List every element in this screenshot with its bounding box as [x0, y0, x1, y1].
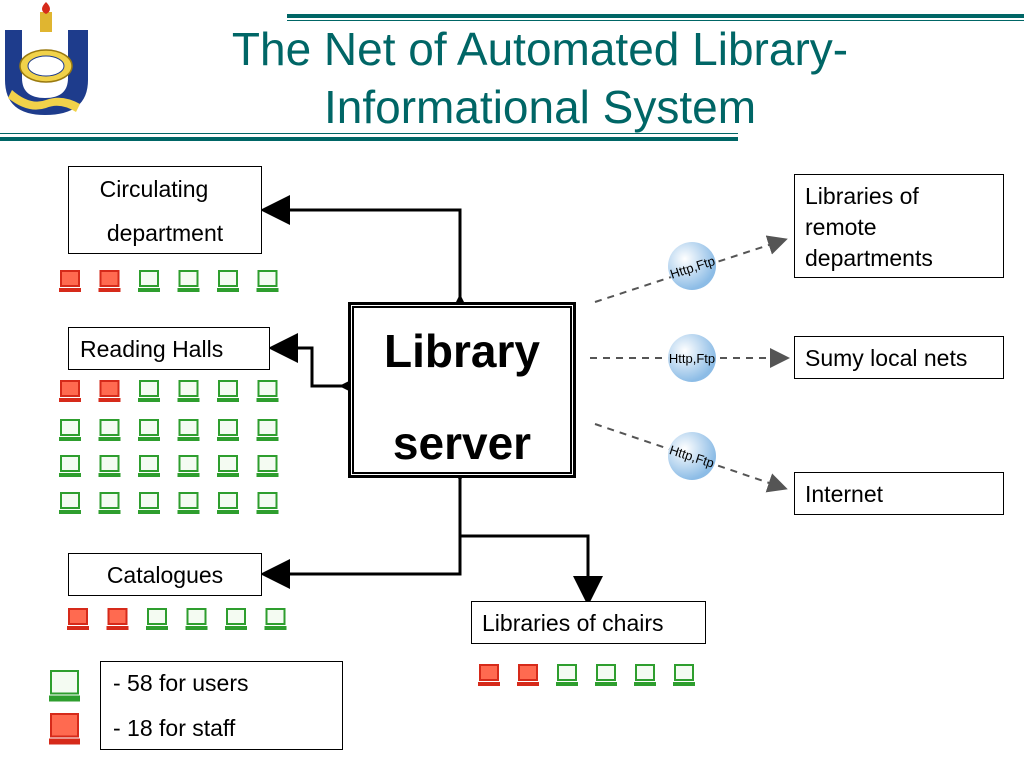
- user-computer-icon: [634, 664, 656, 686]
- node-label-line2: department: [106, 220, 224, 246]
- reading-halls-node: Reading Halls: [68, 327, 270, 370]
- node-label: Reading Halls: [80, 336, 224, 362]
- title-rule-bottom-thin: [0, 133, 738, 134]
- internet-node: Internet: [794, 472, 1004, 515]
- catalogues-node: Catalogues: [68, 553, 262, 596]
- remote-departments-node: Libraries of remote departments: [794, 174, 1004, 278]
- node-label: Internet: [805, 481, 883, 507]
- staff-computer-icon: [106, 608, 129, 630]
- page-title: The Net of Automated Library-Information…: [231, 23, 849, 133]
- user-computer-icon: [98, 419, 121, 441]
- server-label-line1: Library: [384, 325, 540, 377]
- user-computer-icon: [225, 608, 247, 630]
- link-reading: [268, 333, 369, 401]
- user-computer-icon: [138, 492, 160, 514]
- user-computer-icon: [177, 380, 200, 402]
- staff-computer-icon: [478, 664, 500, 686]
- user-computer-icon: [138, 455, 160, 477]
- node-label-line1: Circulating: [99, 176, 209, 202]
- user-computer-icon: [256, 270, 279, 292]
- server-label-line2: server: [392, 417, 532, 469]
- user-computer-icon: [217, 492, 239, 514]
- user-computer-icon: [177, 455, 200, 477]
- user-computer-icon: [177, 270, 200, 292]
- user-computer-icon: [217, 419, 239, 441]
- node-label: Catalogues: [106, 562, 224, 588]
- circulating-department-node: Circulating department: [68, 166, 262, 254]
- globe-icon: [668, 334, 716, 382]
- link-chairs: [460, 534, 603, 606]
- staff-computer-icon: [59, 380, 81, 402]
- legend-box: - 58 for users - 18 for staff: [100, 661, 343, 750]
- title-rule-top: [287, 14, 1024, 18]
- title-rule-top-thin: [287, 20, 1024, 21]
- user-computer-icon: [556, 664, 578, 686]
- staff-computer-icon: [98, 380, 121, 402]
- staff-computer-icon: [59, 270, 81, 292]
- user-computer-icon: [98, 455, 121, 477]
- user-computer-icon: [146, 608, 168, 630]
- node-label-line3: departments: [805, 245, 933, 271]
- user-computer-icon: [256, 380, 279, 402]
- user-computer-icon: [59, 419, 81, 441]
- user-computer-icon: [217, 270, 239, 292]
- globe-icon: [668, 242, 716, 290]
- user-computer-icon: [673, 664, 695, 686]
- sumy-local-nets-node: Sumy local nets: [794, 336, 1004, 379]
- library-server-node: Library server: [348, 302, 576, 478]
- user-computer-icon: [138, 270, 160, 292]
- legend-staff-label: - 18 for staff: [113, 715, 236, 741]
- staff-computer-icon: [98, 270, 121, 292]
- user-computer-icon: [59, 492, 81, 514]
- user-computer-icon: [49, 670, 80, 702]
- user-computer-icon: [138, 419, 160, 441]
- globe-icon: [668, 432, 716, 480]
- link-catalogues: [260, 452, 475, 589]
- protocol-label: Http,Ftp: [669, 351, 715, 366]
- user-computer-icon: [217, 455, 239, 477]
- user-computer-icon: [264, 608, 287, 630]
- node-label: Libraries of chairs: [482, 610, 664, 636]
- legend-users-label: - 58 for users: [113, 670, 249, 696]
- staff-computer-icon: [49, 713, 80, 745]
- staff-computer-icon: [67, 608, 89, 630]
- user-computer-icon: [177, 419, 200, 441]
- user-computer-icon: [59, 455, 81, 477]
- user-computer-icon: [217, 380, 239, 402]
- user-computer-icon: [256, 492, 279, 514]
- user-computer-icon: [177, 492, 200, 514]
- user-computer-icon: [185, 608, 208, 630]
- user-computer-icon: [256, 419, 279, 441]
- title-rule-bottom: [0, 137, 738, 141]
- user-computer-icon: [98, 492, 121, 514]
- user-computer-icon: [595, 664, 617, 686]
- link-circulating: [260, 195, 475, 324]
- user-computer-icon: [138, 380, 160, 402]
- node-label-line2: remote: [805, 214, 877, 240]
- node-label: Sumy local nets: [805, 345, 968, 371]
- node-label-line1: Libraries of: [805, 183, 919, 209]
- libraries-of-chairs-node: Libraries of chairs: [471, 601, 706, 644]
- user-computer-icon: [256, 455, 279, 477]
- staff-computer-icon: [517, 664, 539, 686]
